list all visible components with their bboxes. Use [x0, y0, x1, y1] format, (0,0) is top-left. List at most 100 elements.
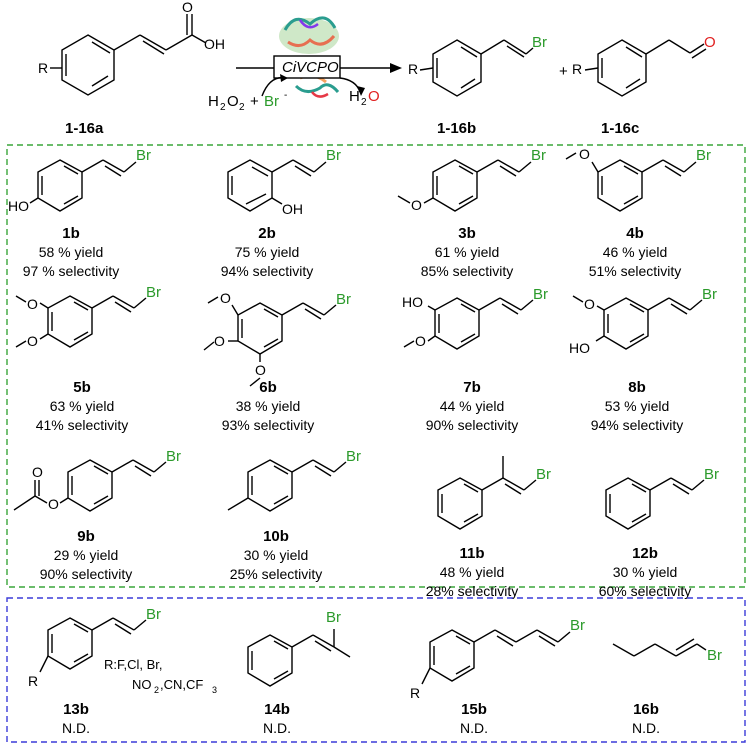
compound-12b-id: 12b [632, 545, 658, 562]
compound-8b-selectivity: 94% selectivity [591, 417, 684, 433]
compound-4b-selectivity: 51% selectivity [589, 263, 682, 279]
reaction-arrow: CiVCPO [236, 55, 402, 97]
compound-16b-id: 16b [633, 701, 659, 718]
compound-13b-result: N.D. [62, 720, 90, 736]
compound-6b-selectivity: 93% selectivity [222, 417, 315, 433]
water-sub: 2 [361, 97, 367, 108]
plus-sign: + [559, 63, 568, 80]
compound-3b-br: Br [531, 147, 546, 164]
compound-2b-id: 2b [258, 225, 276, 242]
compound-2b-structure: OH Br [227, 147, 341, 217]
compound-5b-id: 5b [73, 379, 91, 396]
compound-5b-br: Br [146, 284, 161, 301]
compound-7b-yield: 44 % yield [440, 398, 505, 414]
compound-9b-carbonyl-o: O [32, 464, 43, 480]
side-product-label: 1-16c [601, 120, 639, 137]
compound-4b-id: 4b [626, 225, 644, 242]
compound-15b-br: Br [570, 617, 585, 634]
compound-13b-substituents: R:F,Cl, Br, NO 2 ,CN,CF 3 [104, 657, 217, 695]
substituents-cf-sub: 3 [212, 685, 217, 695]
compound-15b-r: R [410, 685, 420, 701]
reagent-h-sub: 2 [220, 102, 226, 113]
compound-16b-structure: Br [612, 638, 722, 664]
compound-8b-methoxy: O [584, 296, 595, 312]
compound-9b-structure: O O Br [13, 448, 181, 512]
compound-14b-structure: Br [247, 609, 351, 687]
compound-10b-structure: Br [227, 448, 361, 512]
compound-7b-substituent: HO [402, 294, 423, 310]
blue-dashed-box [6, 597, 746, 743]
compound-11b-yield: 48 % yield [440, 564, 505, 580]
reagent-o-sub: 2 [239, 102, 245, 113]
r-group-label: R [38, 60, 48, 76]
reagent-h: H [208, 93, 219, 110]
hydroxyl-label: OH [204, 36, 225, 52]
reactant-structure: R O OH [38, 0, 225, 96]
compound-10b-br: Br [346, 448, 361, 465]
compound-7b-br: Br [533, 286, 548, 303]
compound-12b-yield: 30 % yield [613, 564, 678, 580]
compound-11b-id: 11b [459, 545, 484, 562]
substituents-line1: R:F,Cl, Br, [104, 657, 163, 672]
substituents-cn-cf: ,CN,CF [160, 677, 203, 692]
oxygen-label: O [182, 0, 193, 15]
reagent-bromide-charge: - [284, 90, 287, 101]
substituents-no: NO [132, 677, 152, 692]
compound-2b-yield: 75 % yield [235, 244, 300, 260]
compound-2b-substituent: OH [282, 201, 303, 217]
compound-6b-substituent-3: O [255, 362, 266, 378]
compound-7b-id: 7b [463, 379, 481, 396]
side-product-r-label: R [572, 61, 582, 77]
compound-16b-br: Br [707, 647, 722, 664]
compound-14b-br: Br [326, 609, 341, 626]
compound-6b-id: 6b [259, 379, 277, 396]
compound-5b-selectivity: 41% selectivity [36, 417, 129, 433]
compound-1b-yield: 58 % yield [39, 244, 104, 260]
compound-6b-substituent-1: O [220, 290, 231, 306]
compound-11b-structure: Br [437, 456, 551, 530]
enzyme-name: CiVCPO [282, 59, 339, 76]
compound-6b-yield: 38 % yield [236, 398, 301, 414]
compound-4b-yield: 46 % yield [603, 244, 668, 260]
compound-7b-selectivity: 90% selectivity [426, 417, 519, 433]
substituents-no-sub: 2 [154, 685, 159, 695]
compound-12b-selectivity: 60% selectivity [599, 583, 692, 599]
reagent-plus: + [250, 93, 259, 110]
compound-1b-structure: HO Br [8, 147, 151, 214]
compound-13b-br: Br [146, 606, 161, 623]
reagent-o: O [227, 93, 239, 110]
compound-8b-id: 8b [628, 379, 646, 396]
compound-11b-br: Br [536, 466, 551, 483]
compound-11b-selectivity: 28% selectivity [426, 583, 519, 599]
compound-13b-r: R [28, 673, 38, 689]
compound-3b-id: 3b [458, 225, 476, 242]
product-structure: R Br [408, 34, 547, 97]
product-r-label: R [408, 61, 418, 77]
compound-1b-br: Br [136, 147, 151, 164]
compound-8b-substituent: HO [569, 340, 590, 356]
compound-14b-id: 14b [264, 701, 290, 718]
compound-15b-structure: R Br [410, 617, 585, 701]
compound-8b-structure: O HO Br [569, 286, 717, 356]
water-h: H [349, 88, 360, 105]
compound-5b-substituent-2: O [27, 333, 38, 349]
compound-8b-yield: 53 % yield [605, 398, 670, 414]
compound-4b-substituent: O [579, 146, 590, 162]
compound-3b-yield: 61 % yield [435, 244, 500, 260]
compound-6b-br: Br [336, 291, 351, 308]
compound-9b-ester-o: O [48, 496, 59, 512]
compound-14b-result: N.D. [263, 720, 291, 736]
compound-5b-structure: O O Br [15, 284, 161, 349]
compound-4b-structure: O Br [565, 146, 711, 212]
compound-2b-br: Br [326, 147, 341, 164]
compound-5b-substituent-1: O [27, 296, 38, 312]
compound-6b-substituent-2: O [214, 333, 225, 349]
compound-6b-structure: O O O Br [203, 290, 351, 387]
compound-16b-result: N.D. [632, 720, 660, 736]
compound-4b-br: Br [696, 147, 711, 164]
compound-12b-br: Br [704, 466, 719, 483]
side-product-structure: R O [572, 34, 716, 97]
compound-8b-br: Br [702, 286, 717, 303]
compound-10b-id: 10b [263, 528, 289, 545]
